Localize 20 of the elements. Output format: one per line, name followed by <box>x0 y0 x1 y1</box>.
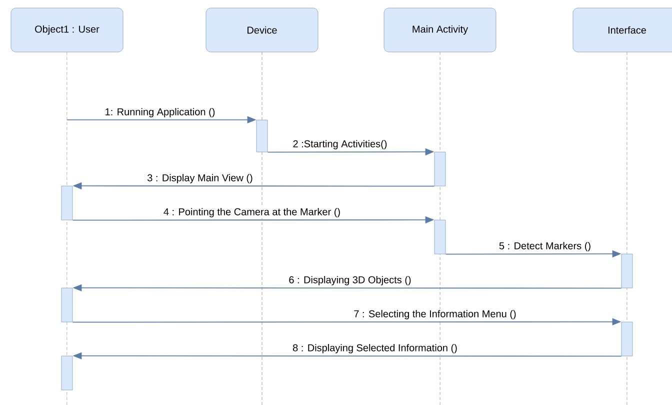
activation-bar <box>61 186 73 220</box>
activation-bar <box>434 152 446 186</box>
activation-bar <box>621 254 633 288</box>
lifeline-header: Main Activity <box>384 8 496 52</box>
message-label: 3 : Display Main View () <box>146 172 254 184</box>
activation-bar <box>61 288 73 322</box>
message-label: 7 : Selecting the Information Menu () <box>352 308 518 320</box>
activation-bar <box>61 356 73 390</box>
message-label: 5 : Detect Markers () <box>498 241 592 252</box>
activation-bar <box>256 120 268 152</box>
message-label: 6 : Displaying 3D Objects () <box>288 274 412 286</box>
lifeline-header: Interface <box>572 8 672 52</box>
message-label: 2 :Starting Activities() <box>292 138 388 150</box>
activation-bar <box>621 322 633 356</box>
message-label: 1: Running Application () <box>104 106 216 118</box>
message-label: 4 : Pointing the Camera at the Marker () <box>162 206 342 218</box>
message-label: 8 : Displaying Selected Information () <box>292 342 458 354</box>
lifeline-header: Object1 : User <box>10 8 124 52</box>
lifeline-header: Device <box>206 8 318 52</box>
activation-bar <box>434 220 446 254</box>
